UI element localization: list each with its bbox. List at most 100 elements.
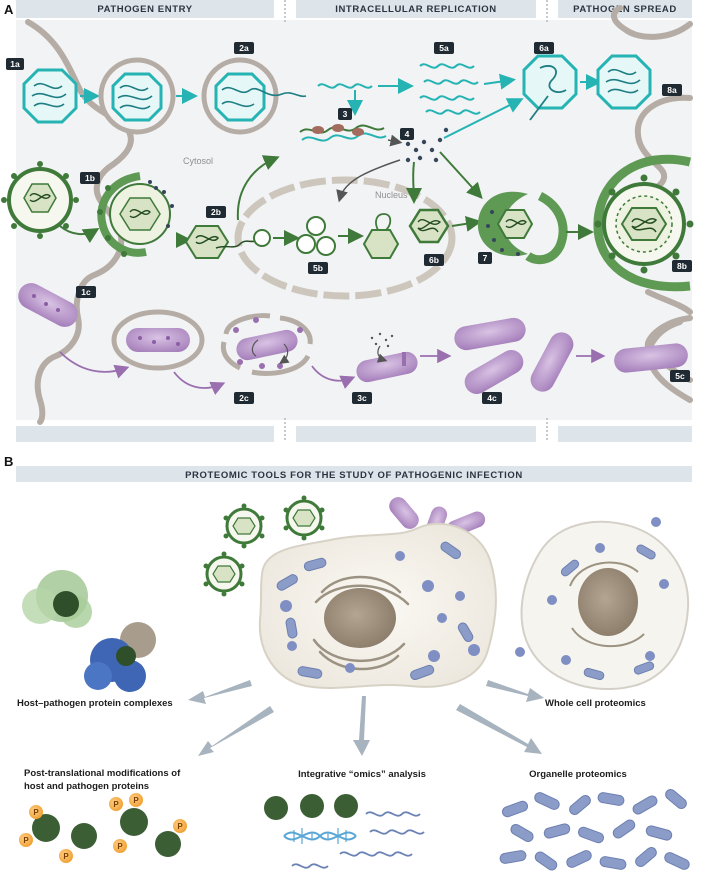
capsid-2b bbox=[184, 225, 259, 259]
tag-5b: 5b bbox=[308, 262, 328, 274]
host-membrane-right-top bbox=[611, 5, 693, 40]
svg-text:P: P bbox=[177, 822, 183, 831]
svg-text:6a: 6a bbox=[539, 43, 549, 53]
svg-text:P: P bbox=[33, 808, 39, 817]
tag-1a: 1a bbox=[6, 58, 24, 70]
viral-proteins-4 bbox=[405, 127, 449, 163]
budding-8b bbox=[593, 154, 694, 292]
step-tags: 1a 2a 3 5a 6a 8a 4 1b 2b 5b 6b 7 8b 1c 2… bbox=[6, 42, 692, 404]
svg-text:3: 3 bbox=[343, 109, 348, 119]
rna-replicas-5a bbox=[419, 63, 481, 115]
viral-dna-circle bbox=[253, 229, 271, 247]
tag-6b: 6b bbox=[424, 254, 444, 266]
arrow-to-2c bbox=[173, 371, 226, 395]
svg-text:P: P bbox=[63, 852, 69, 861]
caption-omics: Integrative “omics” analysis bbox=[298, 769, 426, 780]
cytosol-label: Cytosol bbox=[183, 156, 213, 166]
footer-band-left bbox=[16, 426, 274, 442]
bacterium-5c bbox=[614, 343, 688, 373]
svg-text:8a: 8a bbox=[667, 85, 677, 95]
panel-b-label: B bbox=[4, 454, 13, 469]
dna-replication-5b bbox=[296, 216, 336, 256]
caption-whole-cell: Whole cell proteomics bbox=[545, 698, 646, 709]
svg-text:P: P bbox=[113, 800, 119, 809]
tag-8a: 8a bbox=[662, 84, 682, 96]
arrow-to-6a bbox=[483, 73, 516, 90]
svg-text:2b: 2b bbox=[211, 207, 221, 217]
phosphate-6: P bbox=[113, 839, 127, 853]
capsid-packaging bbox=[362, 213, 400, 259]
header-band-entry bbox=[16, 0, 274, 18]
rna-strands bbox=[291, 811, 425, 869]
svg-text:P: P bbox=[133, 796, 139, 805]
panel-a-label: A bbox=[4, 2, 14, 17]
bacteria-4c bbox=[454, 317, 574, 394]
vacuole-escape-2c bbox=[220, 313, 313, 376]
svg-text:5b: 5b bbox=[313, 263, 323, 273]
arrow-1b-to-fusion bbox=[59, 225, 100, 244]
endosome-rna-virus bbox=[98, 57, 176, 135]
phosphate-3: P bbox=[59, 849, 73, 863]
arrow-2b-to-transcription bbox=[236, 155, 280, 221]
rna-virus-1a bbox=[22, 68, 78, 124]
viruses-cluster bbox=[203, 495, 325, 597]
panel-b-banner bbox=[16, 466, 692, 482]
tag-1b: 1b bbox=[80, 172, 100, 184]
envelopment-7 bbox=[477, 191, 568, 265]
membrane-fusion bbox=[97, 172, 174, 257]
tag-7: 7 bbox=[478, 252, 492, 264]
translation-3 bbox=[299, 124, 403, 147]
phosphate-4: P bbox=[109, 797, 123, 811]
phagosome-bacterium bbox=[111, 309, 205, 371]
dna-helix bbox=[283, 828, 357, 844]
tag-4: 4 bbox=[400, 128, 414, 140]
omics-proteins bbox=[264, 794, 358, 820]
caption-protein-complexes: Host–pathogen protein complexes bbox=[17, 698, 173, 709]
bacterial-replication-3c bbox=[356, 332, 418, 383]
viral-rna-strand bbox=[317, 83, 373, 89]
arrow-4-to-nucleus bbox=[336, 159, 401, 203]
svg-text:5a: 5a bbox=[439, 43, 449, 53]
svg-text:4: 4 bbox=[405, 129, 410, 139]
arrow-6b-to-7 bbox=[451, 215, 482, 232]
svg-text:7: 7 bbox=[483, 253, 488, 263]
ptm-proteins: P P P P P P P bbox=[19, 793, 187, 863]
tag-8b: 8b bbox=[672, 260, 692, 272]
tag-5a: 5a bbox=[434, 42, 454, 54]
caption-ptm-line2: host and pathogen proteins bbox=[24, 781, 149, 792]
svg-text:P: P bbox=[23, 836, 29, 845]
svg-text:4c: 4c bbox=[487, 393, 497, 403]
tag-2a: 2a bbox=[234, 42, 254, 54]
svg-text:1b: 1b bbox=[85, 173, 95, 183]
phosphate-7: P bbox=[173, 819, 187, 833]
uncoating-2a bbox=[201, 57, 307, 135]
host-cell bbox=[258, 522, 497, 689]
virus-small-2 bbox=[283, 495, 325, 541]
tag-3: 3 bbox=[338, 108, 352, 120]
header-intracellular-replication: INTRACELLULAR REPLICATION bbox=[335, 4, 497, 15]
header-band-replication bbox=[296, 0, 536, 18]
arrow-4-to-6a bbox=[443, 98, 524, 139]
tag-2b: 2b bbox=[206, 206, 226, 218]
footer-band-middle bbox=[296, 426, 536, 442]
nucleus-envelope bbox=[234, 176, 456, 300]
panel-b-banner-text: PROTEOMIC TOOLS FOR THE STUDY OF PATHOGE… bbox=[185, 470, 523, 481]
arrow-4-to-6b bbox=[405, 161, 422, 204]
footer-band-right bbox=[558, 426, 692, 442]
svg-text:2a: 2a bbox=[239, 43, 249, 53]
protein-complexes bbox=[22, 570, 156, 692]
phosphate-2: P bbox=[19, 833, 33, 847]
virus-small-1 bbox=[223, 503, 265, 549]
tag-1c: 1c bbox=[76, 286, 96, 298]
released-virus-8a bbox=[596, 54, 652, 110]
svg-text:1c: 1c bbox=[81, 287, 91, 297]
svg-text:3c: 3c bbox=[357, 393, 367, 403]
phosphate-1: P bbox=[29, 805, 43, 819]
bacterium-1c bbox=[18, 283, 78, 327]
header-pathogen-entry: PATHOGEN ENTRY bbox=[97, 4, 192, 15]
svg-text:2c: 2c bbox=[239, 393, 249, 403]
assembly-6a bbox=[522, 54, 578, 121]
arrow-1c-to-vacuole bbox=[59, 351, 130, 379]
nucleus-label: Nucleus bbox=[375, 190, 408, 200]
